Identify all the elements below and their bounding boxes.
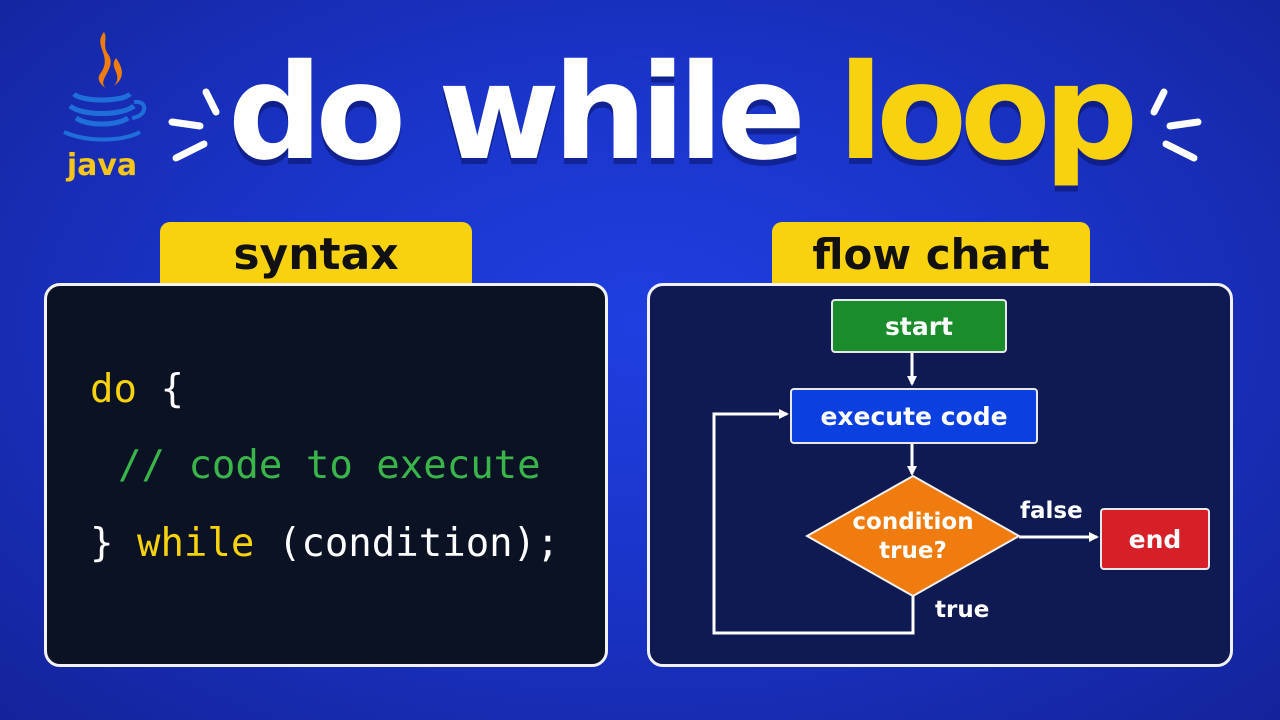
syntax-code-panel [44,283,608,667]
java-logo: java [52,28,152,198]
flow-node-start: start [831,299,1007,353]
code-open-brace: { [136,367,184,412]
edge-loop-back [712,409,915,635]
flow-node-condition: condition true? [830,508,996,566]
page-title: do while loop [228,36,1138,190]
title-loop: loop [838,36,1138,190]
flow-chart-connectors [712,353,1099,635]
code-keyword-do: do [90,367,137,412]
condition-line-2: true? [879,538,947,564]
left-sparkle-icon [168,88,220,162]
java-coffee-cup-icon [63,32,147,142]
condition-line-1: condition [852,509,974,535]
edge-label-true: true [935,597,990,623]
java-wordmark: java [66,148,138,183]
code-line-2: // code to execute [118,444,541,488]
code-line-3: } while (condition); [90,522,560,566]
code-comment: // code to execute [118,443,541,488]
code-line-1: do { [90,368,184,412]
code-condition: (condition); [254,521,560,566]
flow-node-execute-code: execute code [790,388,1038,444]
edge-label-false: false [1020,498,1083,524]
code-keyword-while: while [136,521,255,566]
syntax-tab: syntax [160,222,472,288]
title-do-while: do while [228,36,806,190]
right-sparkle-icon [1150,88,1202,162]
code-close-brace: } [90,521,137,566]
flow-chart-tab: flow chart [772,222,1090,288]
flow-node-end: end [1100,508,1210,570]
